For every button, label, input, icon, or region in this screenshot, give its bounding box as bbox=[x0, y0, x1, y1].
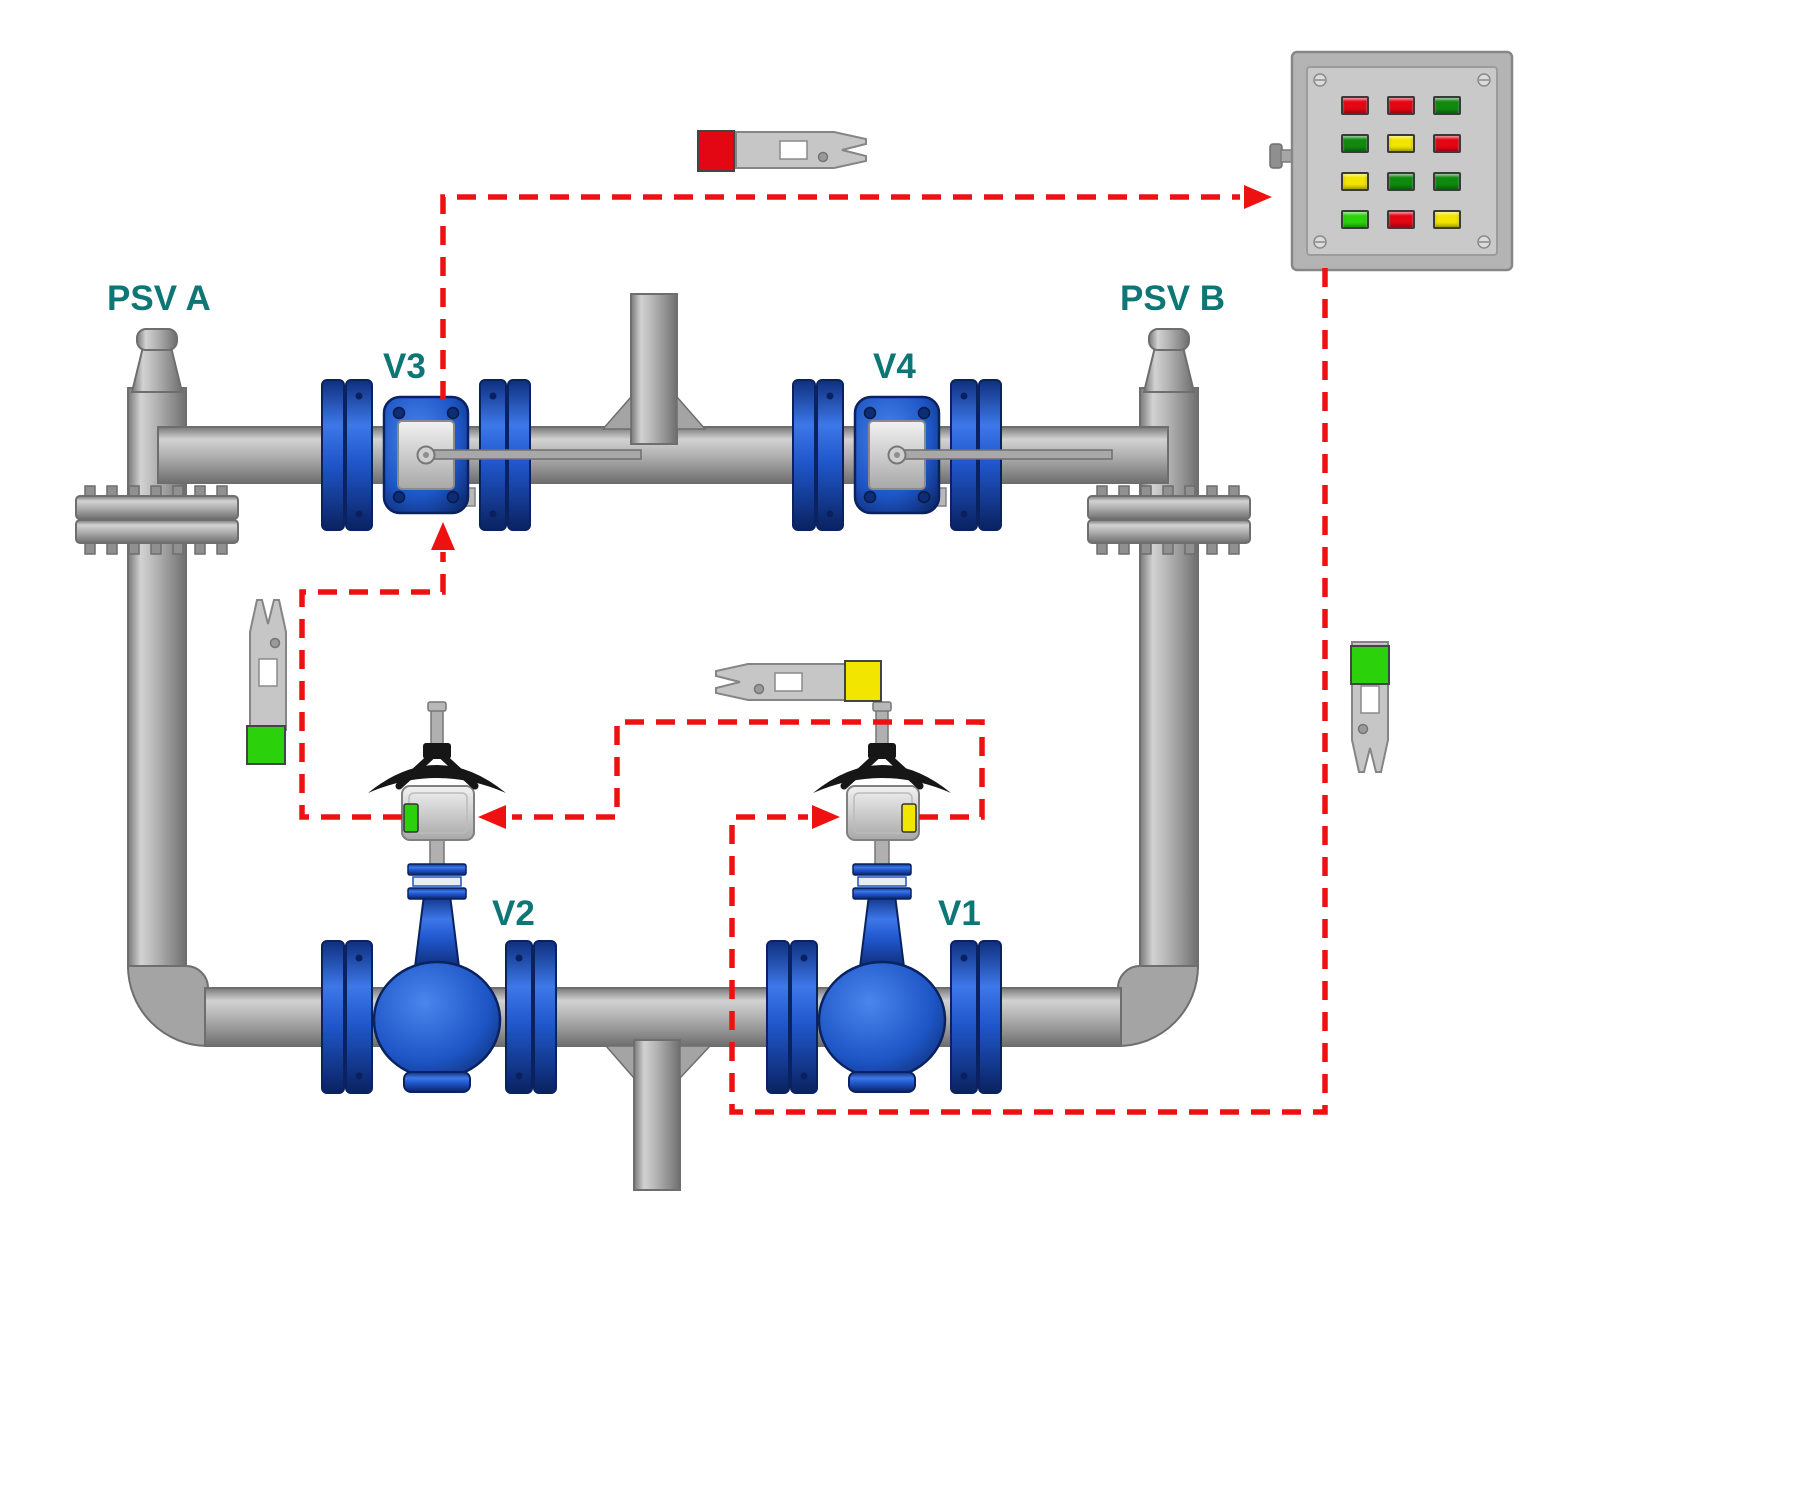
label-psv-a: PSV A bbox=[107, 279, 211, 318]
label-psv-b: PSV B bbox=[1120, 279, 1225, 318]
pipe-elbow-right bbox=[1117, 965, 1200, 1048]
panel-light-yellow bbox=[1341, 172, 1369, 191]
label-v2: V2 bbox=[492, 894, 535, 933]
label-v1: V1 bbox=[938, 894, 981, 933]
panel-light-darkgreen bbox=[1387, 172, 1415, 191]
panel-light-darkgreen bbox=[1341, 134, 1369, 153]
interlock-key-top bbox=[697, 130, 867, 172]
pipe-elbow-left bbox=[126, 965, 209, 1048]
key-indicator-green bbox=[246, 725, 286, 765]
pipe-bottom-branch bbox=[604, 1039, 712, 1191]
psv-b-riser bbox=[1087, 328, 1251, 969]
panel-screw-icon bbox=[1313, 73, 1491, 249]
arrow-into-v2 bbox=[478, 805, 506, 829]
panel-light-red bbox=[1433, 134, 1461, 153]
v1-actuator-indicator bbox=[901, 803, 917, 833]
key-indicator-red bbox=[697, 130, 735, 172]
psv-a-riser bbox=[75, 328, 239, 969]
key-indicator-yellow bbox=[844, 660, 882, 702]
interlock-path-panel-to-v1 bbox=[729, 268, 1328, 1115]
panel-light-darkgreen bbox=[1433, 96, 1461, 115]
panel-light-darkgreen bbox=[1433, 172, 1461, 191]
v2-actuator-indicator bbox=[403, 803, 419, 833]
key-indicator-green bbox=[1350, 645, 1390, 685]
label-v3: V3 bbox=[383, 347, 426, 386]
panel-light-red bbox=[1387, 96, 1415, 115]
panel-light-yellow bbox=[1387, 134, 1415, 153]
arrow-into-v3 bbox=[431, 522, 455, 550]
pipe-top-branch bbox=[601, 293, 707, 445]
valve-v3 bbox=[320, 378, 643, 532]
panel-lights bbox=[1341, 96, 1461, 229]
panel-light-red bbox=[1341, 96, 1369, 115]
label-v4: V4 bbox=[873, 347, 916, 386]
interlock-path-v1-to-v2 bbox=[512, 719, 985, 820]
panel-light-red bbox=[1387, 210, 1415, 229]
panel-light-yellow bbox=[1433, 210, 1461, 229]
interlock-key-right bbox=[1350, 641, 1390, 773]
interlock-key-left bbox=[246, 599, 287, 765]
interlock-key-middle bbox=[715, 660, 882, 702]
arrow-into-panel bbox=[1244, 185, 1272, 209]
panel-light-green bbox=[1341, 210, 1369, 229]
valve-v4 bbox=[791, 378, 1114, 532]
interlock-path-v2-to-v3 bbox=[299, 552, 446, 820]
interlock-path-v3-to-panel bbox=[440, 194, 1240, 400]
arrow-into-v1 bbox=[812, 805, 840, 829]
